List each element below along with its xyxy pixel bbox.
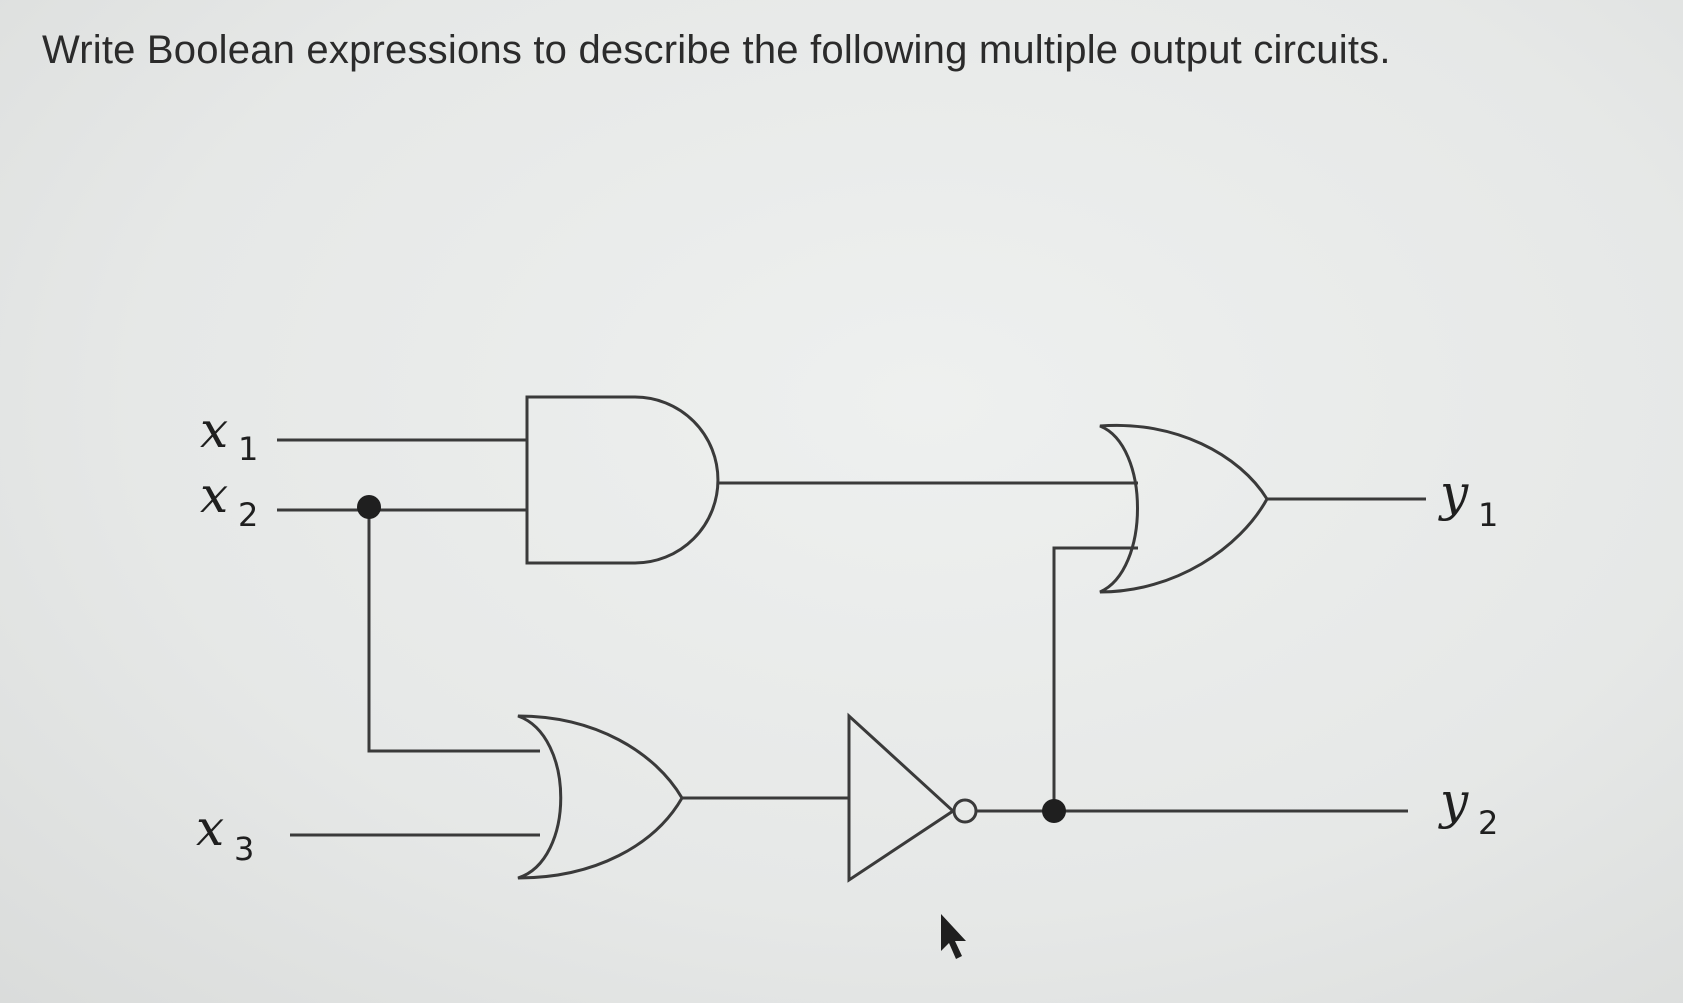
svg-text:1: 1 bbox=[238, 430, 258, 468]
output-label-y2: y 2 bbox=[1438, 772, 1498, 842]
input-label-x1: x 1 bbox=[200, 401, 258, 468]
svg-text:3: 3 bbox=[234, 830, 254, 868]
input-label-x2: x 2 bbox=[200, 466, 258, 534]
wire-junction-to-or bbox=[1052, 546, 1138, 811]
or-gate-lower bbox=[517, 714, 684, 880]
and-gate bbox=[525, 395, 720, 565]
question-text: Write Boolean expressions to describe th… bbox=[42, 28, 1391, 72]
wire-x2-branch-to-or bbox=[367, 510, 540, 753]
svg-text:2: 2 bbox=[1478, 804, 1498, 842]
svg-text:2: 2 bbox=[238, 496, 258, 534]
svg-text:y: y bbox=[1438, 772, 1469, 830]
not-gate bbox=[847, 712, 956, 883]
svg-text:y: y bbox=[1438, 464, 1469, 522]
not-gate-bubble bbox=[952, 798, 978, 824]
svg-text:1: 1 bbox=[1478, 496, 1498, 534]
svg-text:x: x bbox=[200, 401, 228, 459]
input-label-x3: x 3 bbox=[196, 799, 254, 868]
output-label-y1: y 1 bbox=[1438, 464, 1498, 534]
or-gate-upper bbox=[1099, 423, 1269, 594]
svg-text:x: x bbox=[196, 799, 224, 857]
junction-dot-x2 bbox=[357, 495, 381, 519]
junction-dot-y2 bbox=[1042, 799, 1066, 823]
svg-text:x: x bbox=[200, 466, 228, 524]
mouse-pointer-icon bbox=[941, 914, 966, 959]
